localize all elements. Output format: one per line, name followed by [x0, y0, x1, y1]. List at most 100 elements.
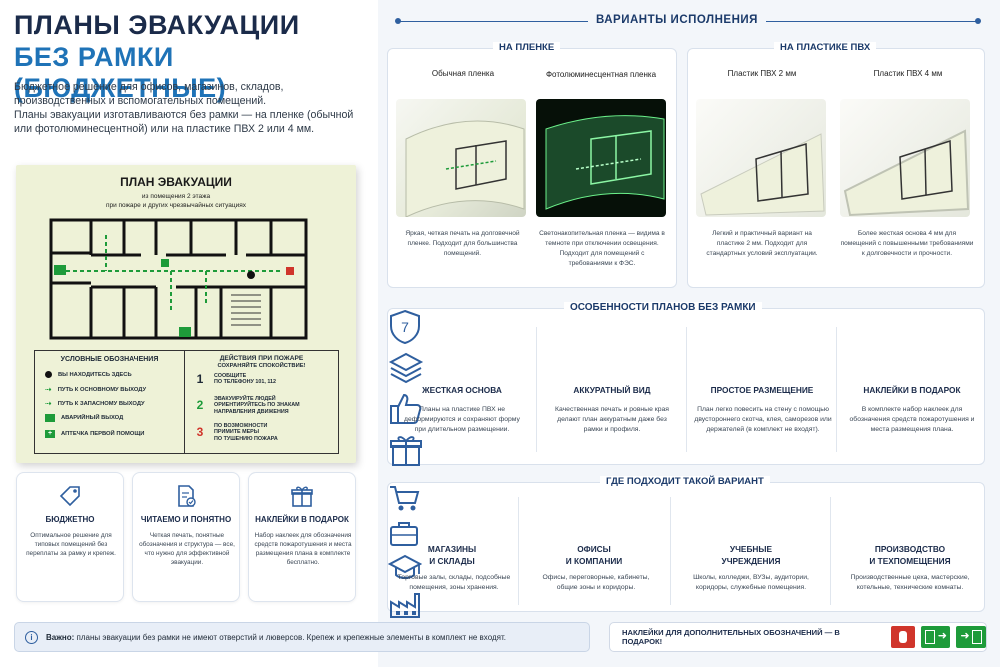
legend-label: ПУТЬ К ОСНОВНОМУ ВЫХОДУ	[57, 386, 147, 393]
fit-title-line: УЧРЕЖДЕНИЯ	[721, 556, 781, 566]
section-dot	[975, 18, 981, 24]
feature-desc: Качественная печать и ровные края делают…	[555, 406, 669, 433]
feature-desc: Оптимальное решение для типовых помещени…	[26, 532, 116, 557]
important-note: i Важно: планы эвакуации без рамки не им…	[14, 622, 590, 652]
action-text: ПО ТЕЛЕФОНУ 101, 112	[214, 379, 277, 386]
gift-icon	[388, 432, 984, 473]
features-title: ОСОБЕННОСТИ ПЛАНОВ БЕЗ РАМКИ	[564, 302, 762, 313]
features-card: ОСОБЕННОСТИ ПЛАНОВ БЕЗ РАМКИ 7 ЖЕСТКАЯ О…	[387, 302, 985, 466]
fit-desc: Школы, колледжи, ВУЗы, аудитории, коридо…	[693, 574, 809, 591]
tag-icon	[17, 483, 123, 514]
fit-title-line: УЧЕБНЫЕ	[729, 544, 773, 554]
feature-desc: Четкая печать, понятные обозначения и ст…	[139, 532, 235, 566]
fit-title-line: ПРОИЗВОДСТВО	[874, 544, 946, 554]
info-icon: i	[25, 630, 38, 644]
arrow-right-icon: ⇢	[45, 399, 52, 408]
plan-subtitle-2: при пожаре и других чрезвычайных ситуаци…	[105, 202, 247, 209]
feature-title: НАКЛЕЙКИ В ПОДАРОК	[255, 515, 349, 524]
divider	[830, 497, 831, 605]
action-number: 1	[196, 372, 204, 387]
section-dot	[395, 18, 401, 24]
cart-icon	[388, 483, 984, 518]
thumbs-up-icon	[388, 391, 984, 432]
stickers-text: НАКЛЕЙКИ ДЛЯ ДОПОЛНИТЕЛЬНЫХ ОБОЗНАЧЕНИЙ …	[622, 628, 840, 646]
action-text: ПРИМИТЕ МЕРЫ	[214, 429, 260, 436]
fire-extinguisher-sticker-icon	[891, 626, 915, 648]
legend-row-spare-exit: ⇢ ПУТЬ К ЗАПАСНОМУ ВЫХОДУ	[45, 399, 145, 408]
legend-row-first-aid: + АПТЕЧКА ПЕРВОЙ ПОМОЩИ	[45, 430, 144, 438]
svg-text:7: 7	[401, 319, 409, 335]
variant-desc: Светонакопительная пленка — видима в тем…	[539, 230, 665, 267]
variant-name: Пластик ПВХ 2 мм	[727, 69, 797, 78]
legend-label: ПУТЬ К ЗАПАСНОМУ ВЫХОДУ	[57, 400, 145, 407]
fit-desc: Торговые залы, склады, подсобные помещен…	[397, 574, 511, 591]
floor-plan-drawing	[49, 218, 308, 340]
legend-title: УСЛОВНЫЕ ОБОЗНАЧЕНИЯ	[60, 356, 159, 363]
legend-label: ВЫ НАХОДИТЕСЬ ЗДЕСЬ	[58, 371, 132, 378]
you-are-here-icon	[45, 371, 52, 378]
feature-title: НАКЛЕЙКИ В ПОДАРОК	[863, 385, 961, 395]
variants-title: ВАРИАНТЫ ИСПОЛНЕНИЯ	[588, 14, 766, 26]
photoluminescent-film-image	[536, 99, 666, 217]
feature-title: ЖЕСТКАЯ ОСНОВА	[422, 385, 502, 395]
action-text: СООБЩИТЕ	[214, 373, 247, 379]
emergency-exit-sticker-icon: ➜	[956, 626, 987, 648]
graduation-cap-icon	[387, 553, 984, 588]
feature-desc: В комплекте набор наклеек для обозначени…	[849, 406, 975, 433]
lead-text: Бюджетное решение для офисов, магазинов,…	[14, 81, 354, 135]
feature-desc: Планы на пластике ПВХ не деформируются и…	[404, 406, 520, 433]
action-number: 2	[196, 398, 204, 413]
gift-icon	[249, 483, 355, 514]
feature-card-budget: БЮДЖЕТНО Оптимальное решение для типовых…	[16, 472, 124, 602]
feature-title: ЧИТАЕМО И ПОНЯТНО	[140, 515, 232, 524]
page-title-line2: БЕЗ РАМКИ (БЮДЖЕТНЫЕ)	[14, 42, 227, 103]
legend-row-here: ВЫ НАХОДИТЕСЬ ЗДЕСЬ	[45, 371, 132, 378]
legend-label: АПТЕЧКА ПЕРВОЙ ПОМОЩИ	[61, 431, 145, 437]
film-title: НА ПЛЕНКЕ	[493, 42, 561, 53]
action-text: НАПРАВЛЕНИЯ ДВИЖЕНИЯ	[214, 408, 289, 415]
arrow-right-icon: ⇢	[45, 385, 52, 394]
legend-symbols: УСЛОВНЫЕ ОБОЗНАЧЕНИЯ ВЫ НАХОДИТЕСЬ ЗДЕСЬ…	[35, 351, 185, 453]
pvc-title: НА ПЛАСТИКЕ ПВХ	[774, 42, 877, 53]
fits-title: ГДЕ ПОДХОДИТ ТАКОЙ ВАРИАНТ	[600, 476, 770, 487]
document-check-icon	[133, 483, 239, 514]
action-number: 3	[196, 425, 204, 440]
pvc-4mm-image	[840, 99, 970, 217]
fit-title-line: И СКЛАДЫ	[429, 556, 475, 566]
feature-title: БЮДЖЕТНО	[45, 515, 95, 524]
stickers-banner: НАКЛЕЙКИ ДЛЯ ДОПОЛНИТЕЛЬНЫХ ОБОЗНАЧЕНИЙ …	[609, 622, 987, 652]
actions-subtitle: СОХРАНЯЙТЕ СПОКОЙСТВИЕ!	[217, 363, 306, 369]
divider	[670, 497, 671, 605]
exit-sign-icon	[45, 414, 55, 422]
film-variants-card: НА ПЛЕНКЕ Обычная пленка Фотолюминесцент…	[387, 42, 677, 288]
legend-row-emergency-exit: АВАРИЙНЫЙ ВЫХОД	[45, 414, 123, 422]
feature-desc: План легко повесить на стену с помощью д…	[694, 406, 832, 433]
first-aid-icon: +	[45, 430, 55, 438]
variant-desc: Яркая, четкая печать на долговечной плен…	[405, 230, 520, 257]
variant-name: Обычная пленка	[431, 69, 495, 78]
exit-sign-sticker-icon: ➜	[920, 626, 951, 648]
fire-actions: ДЕЙСТВИЯ ПРИ ПОЖАРЕ СОХРАНЯЙТЕ СПОКОЙСТВ…	[185, 351, 338, 453]
divider	[836, 327, 837, 452]
plan-title: ПЛАН ЭВАКУАЦИИ	[120, 175, 232, 189]
action-text: ОРИЕНТИРУЙТЕСЬ ПО ЗНАКАМ	[214, 402, 300, 409]
plan-legend: УСЛОВНЫЕ ОБОЗНАЧЕНИЯ ВЫ НАХОДИТЕСЬ ЗДЕСЬ…	[34, 350, 339, 454]
action-text: ЭВАКУИРУЙТЕ ЛЮДЕЙ	[214, 396, 276, 402]
actions-title: ДЕЙСТВИЯ ПРИ ПОЖАРЕ	[219, 355, 304, 362]
action-text: ПО ТУШЕНИЮ ПОЖАРА	[214, 435, 278, 442]
layers-icon	[388, 350, 984, 391]
fit-desc: Производственные цеха, мастерские, котел…	[850, 574, 970, 591]
feature-title: АККУРАТНЫЙ ВИД	[573, 385, 651, 395]
variant-desc: Легкий и практичный вариант на пластике …	[706, 230, 818, 257]
briefcase-icon	[388, 518, 984, 553]
shield-icon: 7	[388, 309, 984, 350]
legend-row-main-exit: ⇢ ПУТЬ К ОСНОВНОМУ ВЫХОДУ	[45, 385, 146, 394]
plan-subtitle-1: из помещения 2 этажа	[141, 193, 211, 200]
feature-title: ПРОСТОЕ РАЗМЕЩЕНИЕ	[710, 385, 814, 395]
pvc-variants-card: НА ПЛАСТИКЕ ПВХ Пластик ПВХ 2 мм Пластик…	[687, 42, 985, 288]
